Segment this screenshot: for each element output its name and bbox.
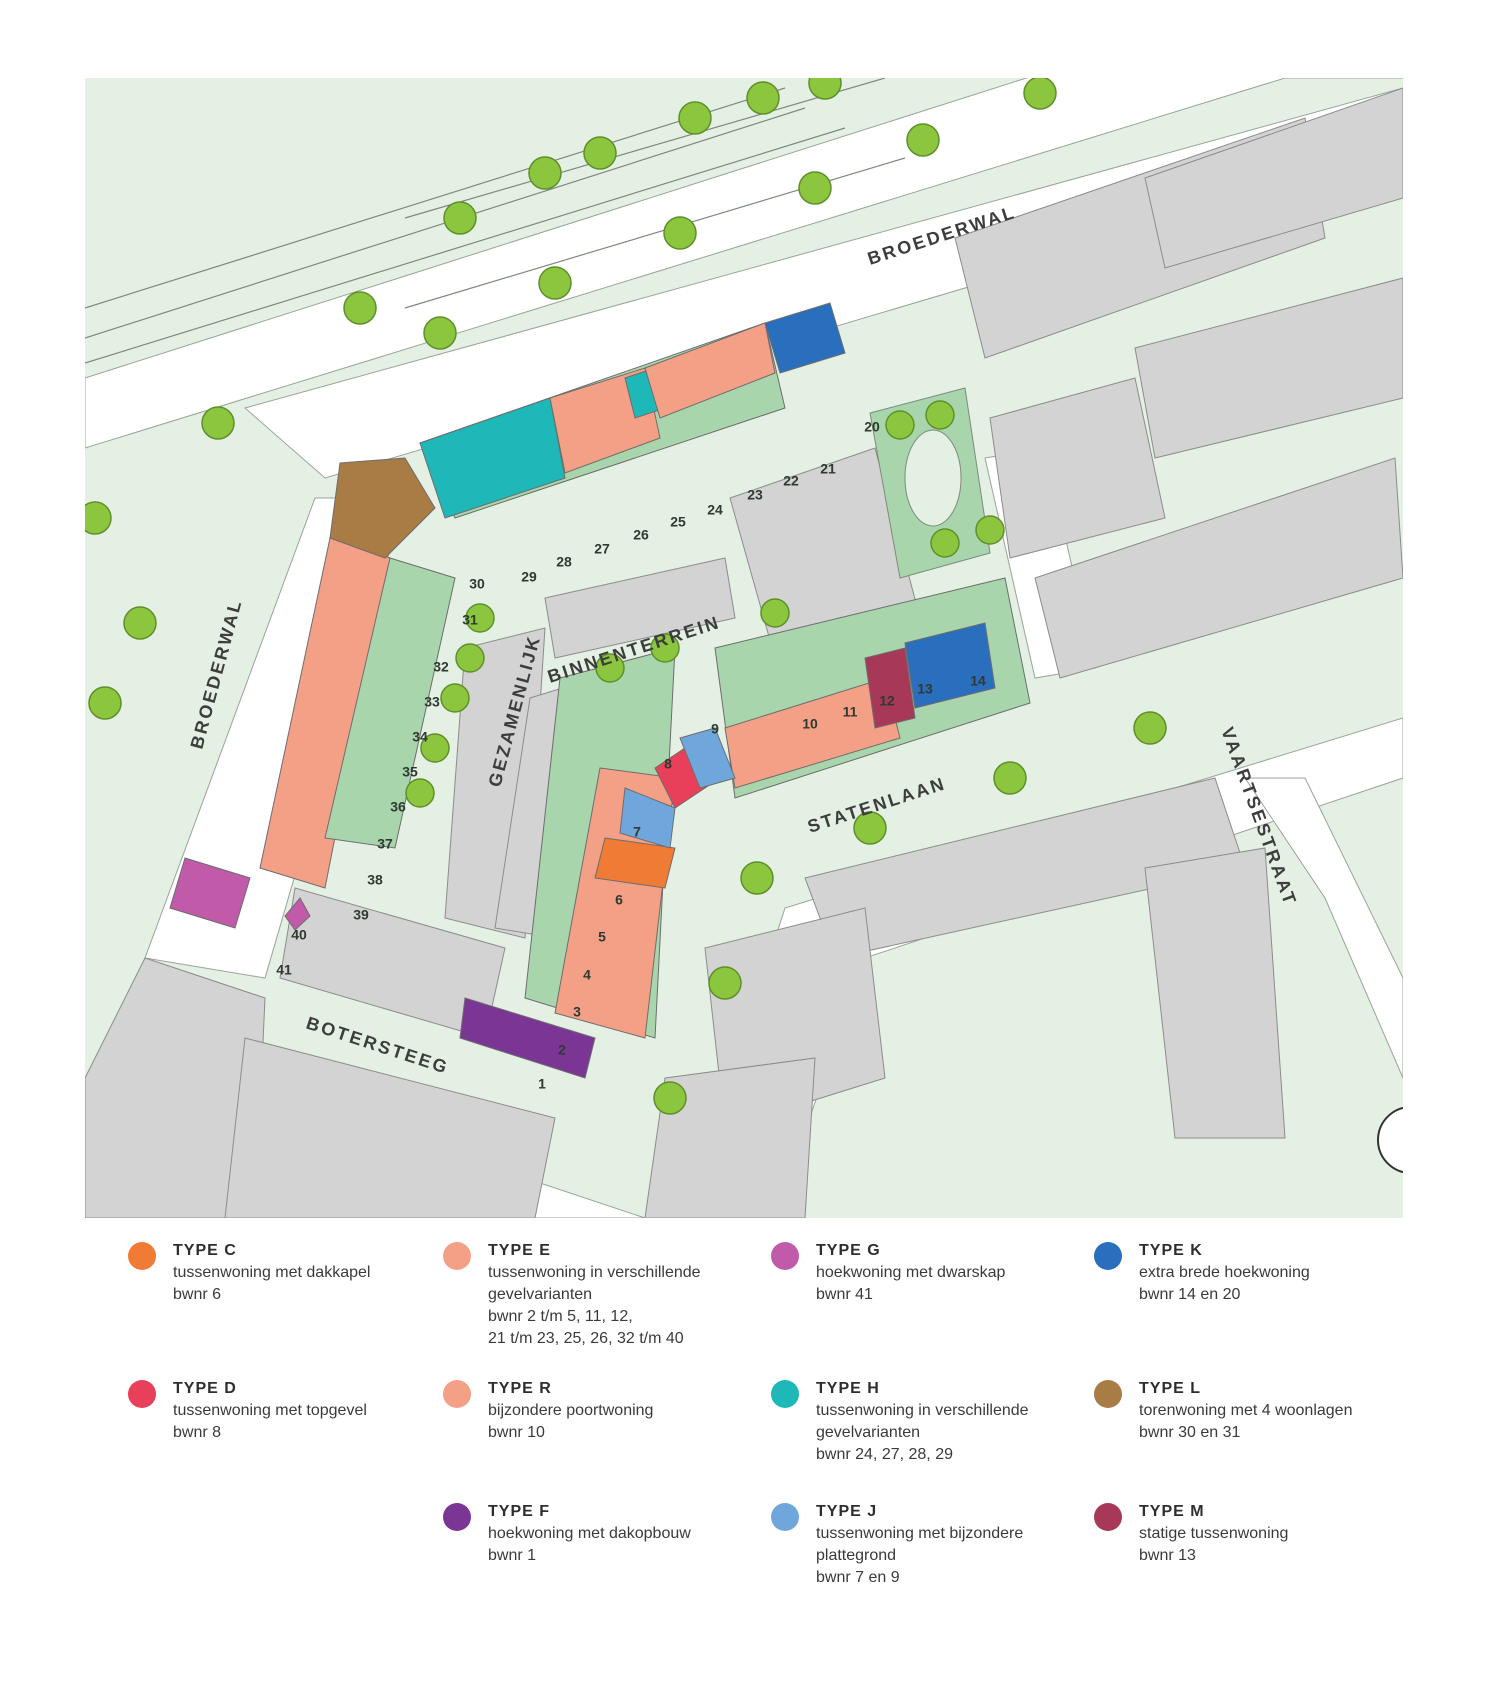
plot-number: 28 [556,554,572,570]
legend-swatch [1094,1503,1122,1531]
legend-description: plattegrond [816,1547,897,1564]
legend-title: TYPE J [816,1503,878,1520]
trees [85,78,1167,1115]
legend-description: extra brede hoekwoning [1139,1264,1310,1281]
plot-number: 31 [462,612,478,628]
legend-house-numbers: bwnr 1 [488,1547,537,1564]
legend-house-numbers: bwnr 24, 27, 28, 29 [816,1446,953,1463]
legend-description: tussenwoning met topgevel [173,1402,367,1419]
legend-description: tussenwoning in verschillende [816,1402,1029,1419]
legend-house-numbers: 21 t/m 23, 25, 26, 32 t/m 40 [488,1330,684,1347]
legend-title: TYPE K [1139,1242,1203,1259]
legend-description: tussenwoning met bijzondere [816,1525,1024,1542]
plot-number: 32 [433,659,449,675]
legend-house-numbers: bwnr 41 [816,1286,873,1303]
plot-numbers: 1 2 3 4 5 6 7 8 9 10 11 12 13 14 20 21 2… [276,419,986,1092]
legend-description: tussenwoning in verschillende [488,1264,701,1281]
legend-title: TYPE F [488,1503,551,1520]
legend-description: statige tussenwoning [1139,1525,1289,1542]
plot-number: 9 [711,721,719,737]
plot-number: 21 [820,461,836,477]
legend: TYPE C tussenwoning met dakkapel bwnr 6 … [0,1240,1488,1660]
plot-number: 41 [276,962,292,978]
plot-number: 35 [402,764,418,780]
plot-number: 3 [573,1004,581,1020]
legend-title: TYPE H [816,1380,880,1397]
plot-number: 14 [970,673,986,689]
plot-number: 27 [594,541,610,557]
plot-number: 4 [583,967,591,983]
legend-house-numbers: bwnr 8 [173,1424,222,1441]
plot-number: 37 [377,836,393,852]
legend-title: TYPE C [173,1242,237,1259]
plot-number: 11 [843,704,858,720]
legend-description: torenwoning met 4 woonlagen [1139,1402,1353,1419]
legend-description: bijzondere poortwoning [488,1402,654,1419]
plot-number: 22 [783,473,799,489]
plot-number: 23 [747,487,763,503]
legend-swatch [771,1242,799,1270]
legend-house-numbers: bwnr 14 en 20 [1139,1286,1241,1303]
site-plan-map: BROEDERWAL BROEDERWAL BINNENTERREIN GEZA… [85,78,1403,1218]
legend-title: TYPE R [488,1380,552,1397]
legend-description: gevelvarianten [488,1286,593,1303]
legend-swatch [771,1380,799,1408]
legend-house-numbers: bwnr 7 en 9 [816,1569,900,1586]
legend-title: TYPE G [816,1242,881,1259]
plot-number: 1 [538,1076,546,1092]
plot-number: 36 [390,799,406,815]
plot-number: 38 [367,872,383,888]
legend-house-numbers: bwnr 6 [173,1286,222,1303]
existing-buildings [85,87,1403,1218]
plot-number: 30 [469,576,485,592]
legend-swatch [771,1503,799,1531]
plot-number: 26 [633,527,649,543]
plot-number: 10 [802,716,818,732]
legend-swatch [443,1380,471,1408]
plot-number: 8 [664,756,672,772]
legend-house-numbers: bwnr 30 en 31 [1139,1424,1241,1441]
plot-number: 39 [353,907,369,923]
plot-number: 40 [291,927,307,943]
new-plots [169,302,1031,1079]
legend-swatch [128,1242,156,1270]
legend-swatch [443,1242,471,1270]
plot-number: 34 [412,729,428,745]
plot-number: 24 [707,502,723,518]
legend-title: TYPE M [1139,1503,1205,1520]
legend-title: TYPE L [1139,1380,1202,1397]
plot-number: 33 [424,694,440,710]
legend-swatch [1094,1242,1122,1270]
plot-number: 2 [558,1042,566,1058]
plot-number: 5 [598,929,606,945]
legend-house-numbers: bwnr 13 [1139,1547,1196,1564]
plot-number: 29 [521,569,537,585]
legend-title: TYPE D [173,1380,237,1397]
legend-swatch [128,1380,156,1408]
plot-number: 20 [864,419,880,435]
plot-number: 7 [633,824,641,840]
plot-number: 12 [879,693,895,709]
plot-number: 25 [670,514,686,530]
legend-swatch [443,1503,471,1531]
plot-number: 6 [615,892,623,908]
legend-description: hoekwoning met dwarskap [816,1264,1006,1281]
north-compass: N [1373,1068,1403,1178]
plot-number: 13 [917,681,933,697]
legend-house-numbers: bwnr 2 t/m 5, 11, 12, [488,1308,633,1325]
legend-title: TYPE E [488,1242,551,1259]
legend-description: tussenwoning met dakkapel [173,1264,371,1281]
legend-description: hoekwoning met dakopbouw [488,1525,691,1542]
legend-house-numbers: bwnr 10 [488,1424,545,1441]
site-plan-svg: BROEDERWAL BROEDERWAL BINNENTERREIN GEZA… [85,78,1403,1218]
legend-swatch [1094,1380,1122,1408]
legend-description: gevelvarianten [816,1424,921,1441]
